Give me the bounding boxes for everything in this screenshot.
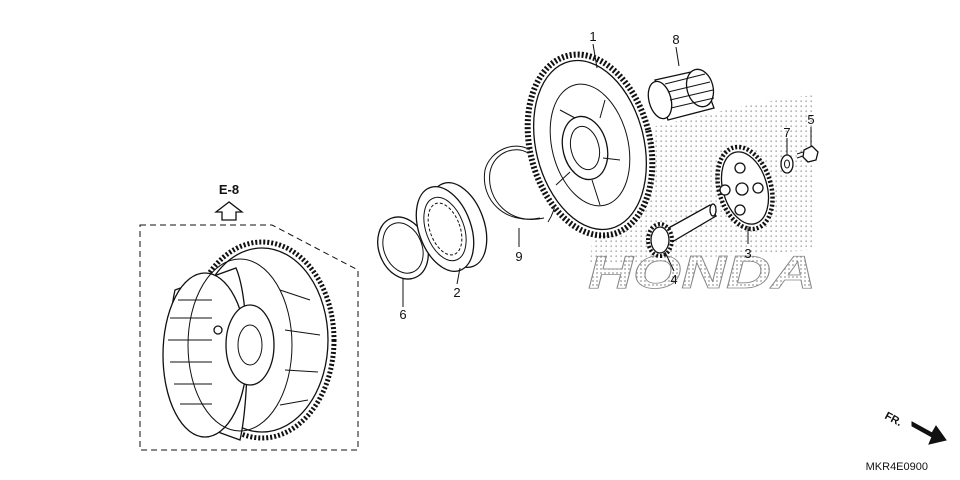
direction-label: FR. <box>883 410 904 429</box>
part-3-gear <box>715 144 775 232</box>
part-4-shaft <box>646 203 717 258</box>
watermark-text: HONDA <box>588 246 816 298</box>
callout-3: 3 <box>744 246 751 261</box>
callout-7: 7 <box>783 125 790 140</box>
part-1-gear <box>524 51 656 239</box>
arrow-right-icon <box>911 421 947 445</box>
leader-lines <box>402 43 812 307</box>
callout-4: 4 <box>670 272 677 287</box>
callout-6: 6 <box>399 307 406 322</box>
callout-1: 1 <box>589 29 596 44</box>
reference-label: E-8 <box>219 182 239 197</box>
callout-9: 9 <box>515 249 522 264</box>
clutch-outer-reference <box>139 224 359 451</box>
part-8-needle-bearing <box>647 68 715 121</box>
callout-5: 5 <box>807 112 814 127</box>
callout-2: 2 <box>453 285 460 300</box>
reference-arrow <box>214 201 244 221</box>
direction-indicator: FR. <box>883 410 947 445</box>
callout-8: 8 <box>672 32 679 47</box>
part-7-washer <box>780 154 794 174</box>
part-5-bolt <box>796 145 819 163</box>
diagram-code: MKR4E0900 <box>866 461 928 473</box>
